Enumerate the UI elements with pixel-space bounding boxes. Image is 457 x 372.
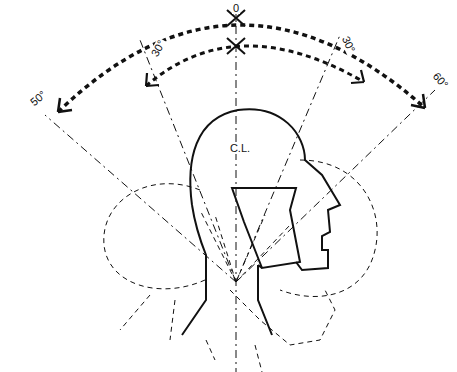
angle-label: 60° — [430, 69, 450, 90]
angle-label: 50° — [27, 88, 48, 108]
centerline-label: C.L. — [229, 143, 251, 154]
angle-label: 0 — [232, 3, 240, 14]
angle-label: 30° — [149, 37, 168, 59]
angle-label: 30° — [339, 33, 357, 55]
